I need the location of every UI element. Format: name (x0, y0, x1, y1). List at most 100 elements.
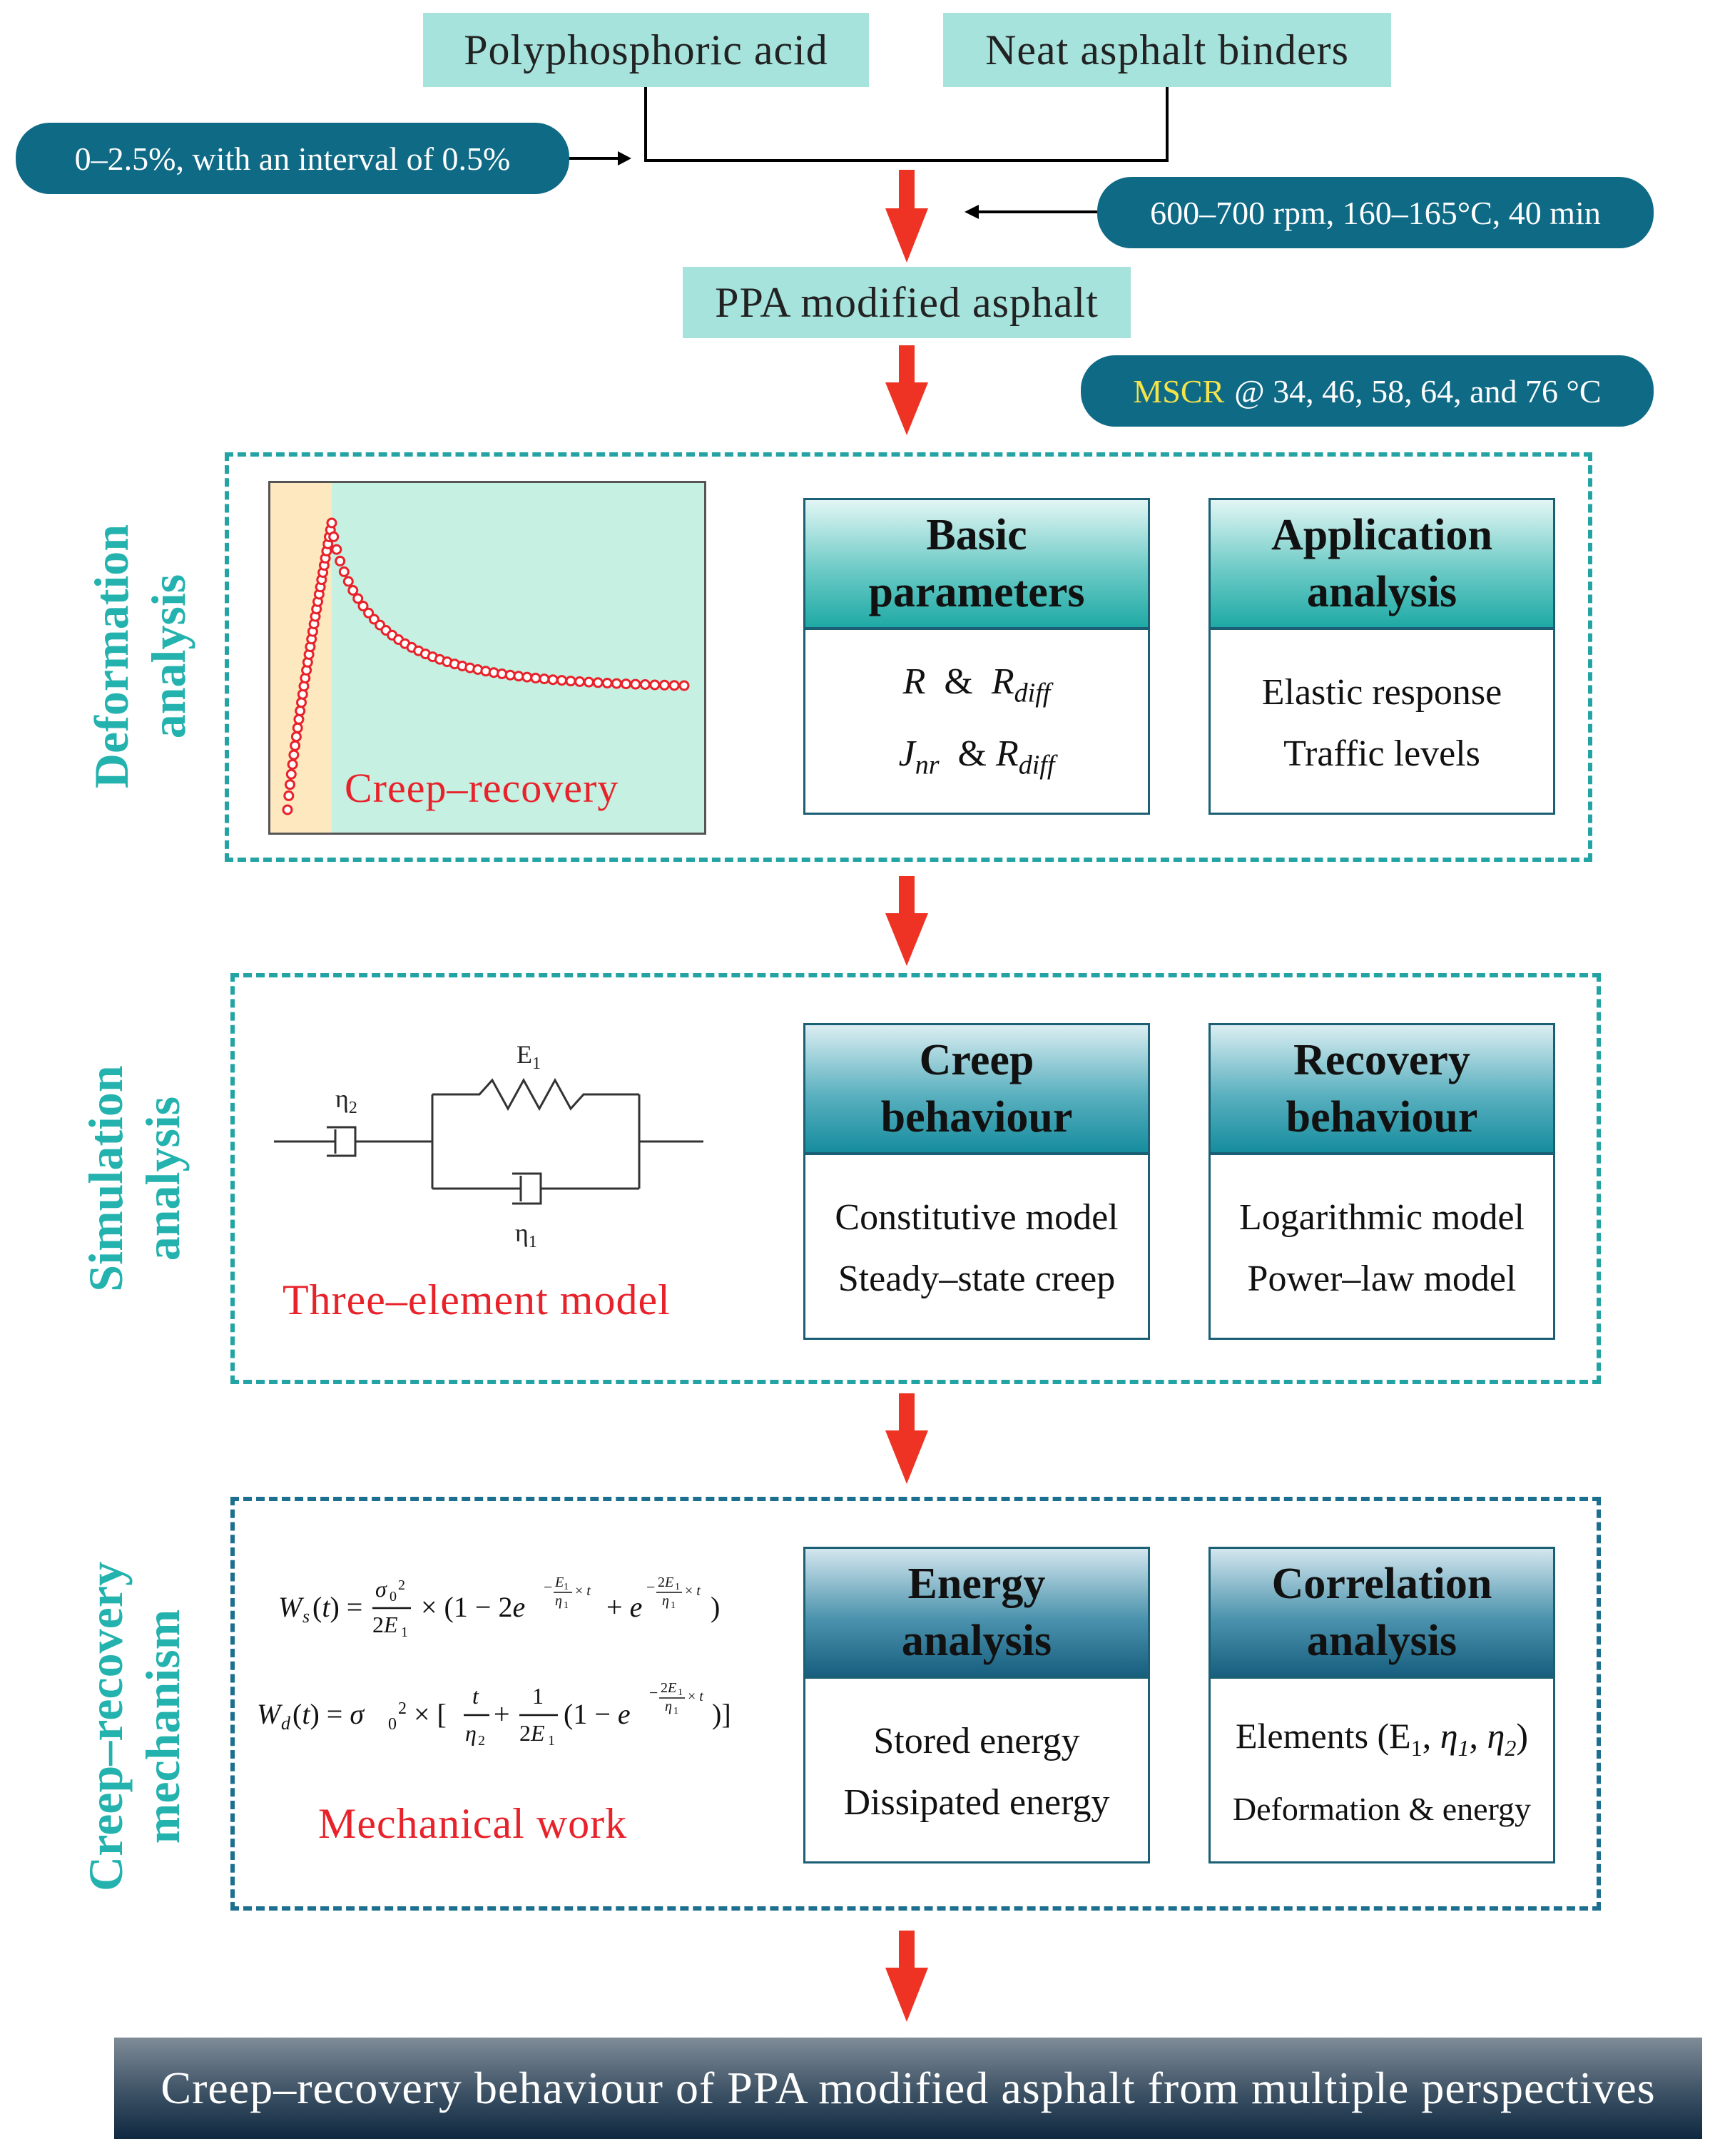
correlation-analysis-body: Elements (E1, η1, η2) Deformation & ener… (1211, 1679, 1553, 1866)
basic-parameters-title2: parameters (868, 568, 1085, 616)
curve-point (285, 779, 295, 790)
svg-text:× t: × t (685, 1583, 701, 1599)
svg-text:1: 1 (401, 1624, 408, 1640)
creep-recovery-plot: Creep–recovery (268, 481, 706, 835)
deformation-energy-text: Deformation & energy (1232, 1790, 1532, 1827)
svg-text:2E: 2E (658, 1575, 673, 1590)
curve-point (352, 593, 364, 604)
creep-phase-region (270, 483, 332, 833)
svg-text:(1 − e: (1 − e (564, 1698, 631, 1730)
mixing-arrow-head (965, 205, 979, 219)
svg-text:η: η (662, 1593, 669, 1609)
jnr-rdiff-formula: Jnr & Rdiff (898, 733, 1055, 780)
svg-text:1: 1 (564, 1582, 569, 1592)
curve-point (283, 790, 295, 801)
deformation-section (225, 452, 1592, 862)
curve-point (292, 722, 303, 733)
curve-point (328, 531, 340, 542)
curve-point (326, 517, 337, 529)
svg-text:−: − (646, 1578, 655, 1596)
curve-point (347, 585, 359, 596)
mscr-pill: MSCR @ 34, 46, 58, 64, and 76 °C (1081, 355, 1654, 427)
eta2-label: η2 (335, 1084, 357, 1117)
curve-point (497, 668, 508, 679)
ppa-modified-asphalt-box: PPA modified asphalt (683, 267, 1131, 338)
curve-point (357, 601, 369, 611)
curve-point (287, 758, 298, 770)
svg-text:× [: × [ (414, 1698, 447, 1730)
three-element-model-caption: Three–element model (283, 1276, 671, 1323)
flow-arrow-1 (885, 170, 928, 263)
conclusion-bar: Creep–recovery behaviour of PPA modified… (114, 2038, 1702, 2139)
flow-arrow-4 (885, 1393, 928, 1484)
steady-state-creep-text: Steady–state creep (838, 1258, 1116, 1299)
creep-behaviour-title1: Creep (919, 1036, 1034, 1084)
creep-behaviour-body: Constitutive model Steady–state creep (805, 1155, 1148, 1342)
mechanism-side-line2: mechanism (136, 1609, 190, 1844)
elements-text: Elements (E1, η1, η2) (1235, 1715, 1529, 1761)
deformation-side-line1: Deformation (84, 524, 138, 789)
svg-text:−: − (544, 1578, 552, 1596)
svg-text:× t: × t (688, 1689, 703, 1704)
power-law-model-text: Power–law model (1247, 1258, 1517, 1299)
mechanical-work-caption: Mechanical work (318, 1800, 628, 1847)
svg-text:E: E (554, 1575, 564, 1590)
curve-point (296, 697, 307, 708)
creep-recovery-caption: Creep–recovery (345, 765, 619, 811)
simulation-section (230, 973, 1601, 1384)
curve-point (285, 768, 297, 780)
svg-text:0: 0 (390, 1589, 397, 1605)
energy-analysis-header: Energy analysis (805, 1549, 1148, 1679)
simulation-side-line2: analysis (136, 1096, 190, 1261)
stored-energy-text: Stored energy (873, 1721, 1080, 1761)
energy-analysis-title2: analysis (901, 1617, 1052, 1665)
application-analysis-header: Application analysis (1211, 500, 1553, 630)
energy-analysis-card: Energy analysis Stored energy Dissipated… (803, 1547, 1150, 1863)
svg-text:2: 2 (398, 1699, 407, 1718)
energy-analysis-body: Stored energy Dissipated energy (805, 1679, 1148, 1866)
application-analysis-card: Application analysis Elastic response Tr… (1208, 498, 1555, 815)
curve-point (513, 671, 524, 682)
mechanism-side-line1: Creep–recovery (78, 1562, 133, 1891)
curve-point (583, 676, 594, 688)
curve-point (678, 680, 690, 691)
neat-binder-label: Neat asphalt binders (985, 26, 1349, 73)
flow-arrow-5 (885, 1931, 928, 2022)
dosage-text: 0–2.5%, with an interval of 0.5% (74, 140, 511, 177)
svg-text:σ: σ (375, 1576, 387, 1602)
curve-point (574, 676, 586, 687)
curve-point (282, 804, 293, 815)
dissipated-energy-text: Dissipated energy (843, 1782, 1110, 1823)
curve-point (295, 705, 306, 716)
svg-text:1: 1 (548, 1733, 555, 1749)
curve-point (658, 679, 670, 691)
spring-e1 (432, 1077, 639, 1112)
curve-point (331, 544, 342, 555)
application-analysis-body: Elastic response Traffic levels (1211, 630, 1553, 817)
svg-text:2E: 2E (661, 1680, 676, 1696)
curve-point (288, 749, 300, 761)
svg-text:W: W (278, 1591, 305, 1623)
svg-text:1: 1 (675, 1582, 680, 1592)
svg-text:1: 1 (671, 1600, 676, 1611)
mscr-temperatures: @ 34, 46, 58, 64, and 76 °C (1234, 372, 1602, 410)
logarithmic-model-text: Logarithmic model (1238, 1197, 1525, 1238)
curve-point (290, 740, 301, 751)
curve-point (338, 566, 350, 577)
curve-point (565, 676, 576, 687)
svg-text:1: 1 (532, 1683, 544, 1709)
svg-text:t: t (472, 1683, 479, 1709)
svg-text:2E: 2E (519, 1720, 545, 1746)
curve-point (335, 555, 346, 566)
curve-point (530, 672, 541, 683)
simulation-side-label: Simulation analysis (77, 1000, 191, 1357)
r-rdiff-formula: R & Rdiff (902, 661, 1051, 708)
three-element-model-diagram: η2 E1 η1 (274, 1040, 703, 1251)
recovery-behaviour-header: Recovery behaviour (1211, 1025, 1553, 1155)
eta1-label: η1 (515, 1219, 537, 1251)
correlation-analysis-title1: Correlation (1271, 1560, 1492, 1608)
merge-bracket (644, 87, 1169, 162)
